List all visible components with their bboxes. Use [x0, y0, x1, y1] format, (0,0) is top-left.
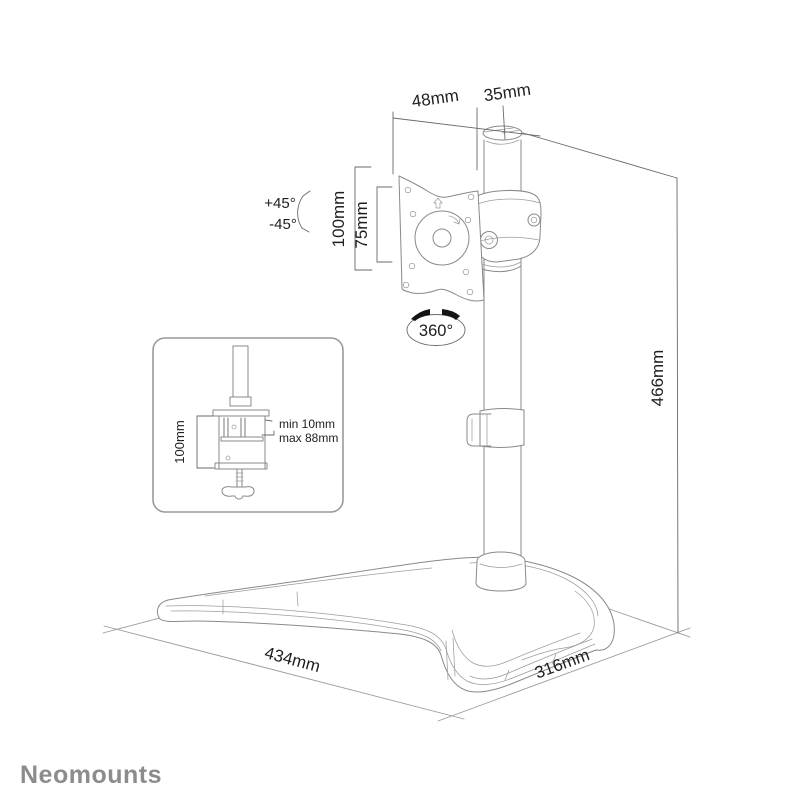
base-right-plateau [521, 590, 595, 661]
inset-pole [232, 345, 249, 398]
plate-hole-7 [402, 281, 410, 289]
dim-line-75mm [376, 186, 393, 263]
plate-hole-4 [464, 216, 472, 224]
inset-hole-1 [231, 424, 237, 430]
ground-edge-front-right [437, 627, 691, 722]
plate-hole-8 [466, 288, 474, 296]
clip-band [479, 408, 525, 448]
dim-label-75mm: 75mm [352, 201, 371, 248]
base-seam-4 [551, 653, 557, 665]
dim-label-434mm: 434mm [263, 643, 323, 676]
inset-clamp-mid-plate [220, 436, 264, 442]
plate-hole-5 [408, 262, 416, 270]
annotation-swivel: 360° [406, 309, 466, 346]
inset-rod-threads [235, 472, 244, 482]
inset-gap-ticks [261, 419, 275, 436]
plate-hole-6 [462, 268, 470, 276]
inset-clamp-slots [223, 417, 246, 438]
plate-center-hole [432, 228, 452, 248]
base-band-line-2 [170, 610, 442, 652]
base-notch-surface [451, 629, 581, 667]
vesa-plate [398, 175, 485, 302]
inset-frame [152, 337, 344, 513]
clamp-collar [475, 189, 542, 263]
clamp-screw-right [527, 213, 541, 227]
inset-screw-rod [236, 468, 243, 488]
label-360: 360° [419, 322, 453, 340]
clamp-mid-line [476, 236, 540, 243]
inset-label-min: min 10mm [279, 417, 335, 431]
dimension-vesa: 100mm 75mm [329, 166, 393, 271]
pole-cap-seams [483, 127, 522, 134]
plate-hole-1 [404, 186, 412, 194]
dim-ext-pole [502, 105, 506, 140]
dim-label-48mm: 48mm [411, 86, 460, 111]
collar-rim [479, 563, 523, 568]
cable-clip [466, 408, 525, 448]
height-ext-line [522, 132, 678, 179]
ground-edge-front-left [103, 625, 465, 720]
inset-knob [221, 486, 255, 500]
inset-label-max: max 88mm [279, 431, 338, 445]
inset-label-100mm: 100mm [172, 420, 187, 463]
height-dim-line [676, 177, 679, 634]
disc-rotate-arrow-icon [448, 215, 461, 225]
base-seam-2 [296, 591, 299, 607]
base-notch-wall-2 [452, 637, 456, 677]
label-tilt-down: -45° [269, 216, 297, 233]
plate-outline [398, 175, 485, 302]
inset-hole-2 [225, 455, 231, 461]
dim-label-100mm: 100mm [329, 191, 348, 248]
clamp-screw-right-center [530, 216, 538, 224]
dim-line-100mm [354, 166, 373, 271]
base-band-line-1 [165, 605, 596, 685]
brand-logo: Neomounts [20, 761, 162, 789]
base-seam-3 [504, 669, 510, 681]
base-notch-wall-1 [445, 640, 449, 681]
swivel-ellipse-icon [406, 314, 466, 346]
plate-hole-2 [467, 193, 475, 201]
inset-clamp-foot [214, 462, 268, 470]
clip-hook [466, 413, 492, 447]
inset-dim-line-100mm [196, 415, 215, 469]
dim-label-35mm: 35mm [483, 80, 532, 105]
collar-body [475, 551, 527, 592]
clamp-inset: 100mm min 10mm max 88mm [152, 337, 344, 513]
clamp-rim-line [475, 198, 541, 206]
inset-clamp-top-plate [212, 409, 270, 417]
label-tilt-up: +45° [264, 195, 295, 212]
plate-up-arrow-icon [433, 197, 443, 209]
pole-cap-lip [485, 139, 520, 145]
swivel-arrow-left-icon [411, 309, 430, 321]
plate-rotation-disc [414, 210, 470, 266]
base-top-inner-left [204, 567, 433, 597]
plate-hole-3 [409, 210, 417, 218]
inset-pole-flange [229, 396, 252, 407]
clamp-screw-left-center [484, 235, 494, 245]
tilt-arc-arrowheads [301, 190, 311, 233]
dim-label-466mm: 466mm [648, 350, 667, 407]
swivel-arrow-right-icon [442, 309, 460, 320]
dim-line-top [392, 117, 541, 137]
clip-hook-inner [471, 413, 488, 447]
inset-clamp-walls [218, 415, 266, 470]
dimension-height: 466mm [522, 132, 679, 634]
base-collar [475, 551, 527, 592]
annotation-tilt: +45° -45° [264, 190, 311, 233]
clamp-lower-line [478, 261, 522, 268]
tilt-clamp [475, 189, 542, 273]
tilt-arc-icon [297, 195, 304, 229]
